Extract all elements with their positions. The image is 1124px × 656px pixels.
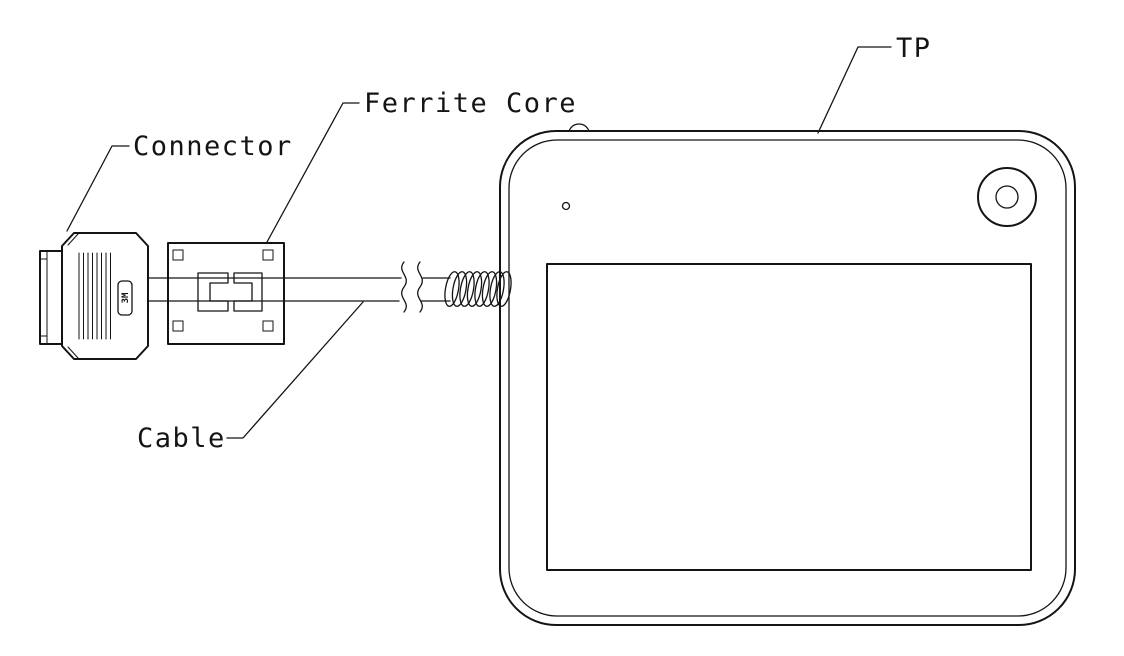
connector-brand-badge [117,280,133,316]
cable-break-curve-left [401,261,407,313]
cable-drawing [147,261,512,313]
tp-label: TP [896,33,932,64]
tp-leader-line [817,46,892,134]
leader-lines [66,46,892,439]
tp-led-dot [561,201,571,211]
cable-break-curve-right [417,261,423,313]
ferrite-core-drawing [167,242,285,345]
callout-labels: Connector Ferrite Core Cable TP [133,33,932,454]
strain-relief-coil [444,271,512,307]
connector-body [61,232,149,360]
cable-label: Cable [137,423,226,454]
ferrite-latch-left [197,272,229,312]
tp-inner-shell [508,139,1067,617]
cable-leader-line [226,301,364,439]
connector-drawing: 3M [39,232,149,360]
tp-camera-inner-circle [995,185,1019,209]
connector-leader-line [66,145,130,232]
connector-chamfer-hatch [63,233,79,359]
ferrite-core-leader-line [266,102,360,243]
connector-plug-shell [39,250,63,345]
connector-label: Connector [133,131,293,162]
tp-top-button-bump [568,123,590,132]
tp-device-drawing [499,123,1076,626]
ferrite-corner-clip-top-right [262,249,274,261]
ferrite-core-body [167,242,285,345]
tp-outer-shell [499,130,1076,626]
connector-brand-text: 3M [121,292,131,303]
ferrite-core-label: Ferrite Core [364,88,577,119]
connector-grip-ridges [78,252,111,340]
ferrite-corner-clip-bottom-left [172,320,184,332]
ferrite-corner-clip-top-left [172,249,184,261]
ferrite-corner-clip-bottom-right [262,320,274,332]
tp-camera-outer-circle [977,167,1037,227]
tp-screen [546,263,1032,571]
ferrite-latch-right [233,272,263,312]
